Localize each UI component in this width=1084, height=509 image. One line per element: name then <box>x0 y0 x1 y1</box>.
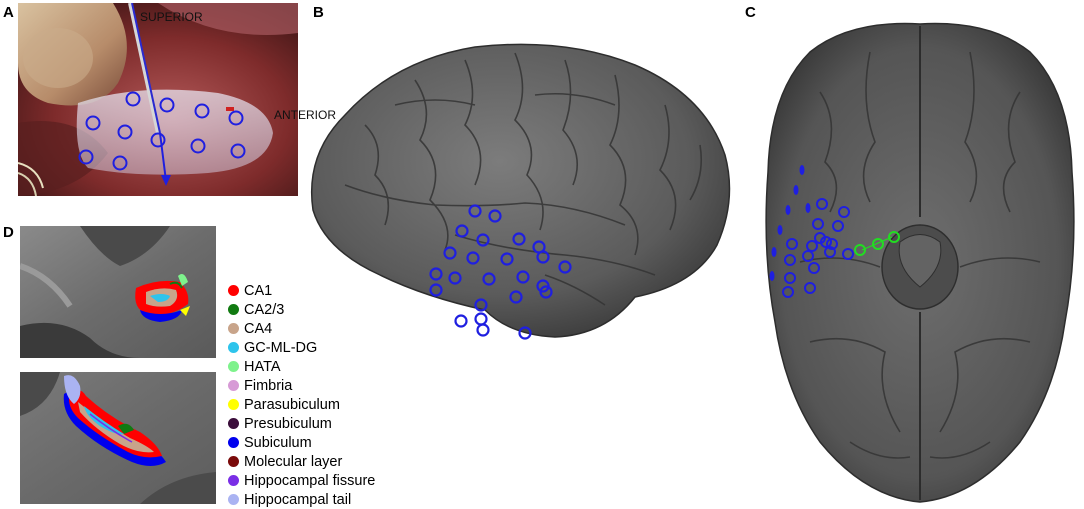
panel-label-d: D <box>3 224 14 241</box>
ventral-depth-contacts-green <box>854 231 900 256</box>
legend-label: Molecular layer <box>244 453 343 470</box>
legend-label: Parasubiculum <box>244 396 340 413</box>
legend-label: GC-ML-DG <box>244 339 318 356</box>
legend-item: CA2/3 <box>228 300 375 319</box>
legend-item: CA1 <box>228 281 375 300</box>
legend-label: Fimbria <box>244 377 293 394</box>
legend-label: Hippocampal tail <box>244 491 352 508</box>
legend-item: Parasubiculum <box>228 395 375 414</box>
legend-label: Subiculum <box>244 434 312 451</box>
legend-swatch <box>228 494 239 505</box>
legend-swatch <box>228 437 239 448</box>
mri-segmentation <box>20 226 216 504</box>
legend-swatch <box>228 342 239 353</box>
legend-item: Hippocampal tail <box>228 490 375 509</box>
intraoperative-photo <box>18 3 298 196</box>
photo-label-superior: SUPERIOR <box>140 10 203 24</box>
legend-label: HATA <box>244 358 281 375</box>
legend-label: CA1 <box>244 282 273 299</box>
legend-swatch <box>228 418 239 429</box>
legend-swatch <box>228 323 239 334</box>
brain-lateral-view <box>310 43 731 340</box>
legend-label: Hippocampal fissure <box>244 472 376 489</box>
legend-swatch <box>228 304 239 315</box>
legend-swatch <box>228 285 239 296</box>
legend-swatch <box>228 399 239 410</box>
panel-label-a: A <box>3 4 14 21</box>
ventral-depth-electrodes <box>769 165 811 281</box>
photo-label-anterior: ANTERIOR <box>274 108 337 122</box>
brain-ventral-view <box>765 22 1075 503</box>
legend-swatch <box>228 475 239 486</box>
legend-label: Presubiculum <box>244 415 332 432</box>
panel-label-c: C <box>745 4 756 21</box>
lateral-electrodes <box>429 204 572 340</box>
legend-item: Hippocampal fissure <box>228 471 375 490</box>
legend-item: Fimbria <box>228 376 375 395</box>
legend-item: Molecular layer <box>228 452 375 471</box>
legend-swatch <box>228 380 239 391</box>
legend-label: CA2/3 <box>244 301 285 318</box>
legend-item: GC-ML-DG <box>228 338 375 357</box>
panel-label-b: B <box>313 4 324 21</box>
photo-electrodes <box>78 91 246 171</box>
legend-item: CA4 <box>228 319 375 338</box>
legend-swatch <box>228 456 239 467</box>
legend-label: CA4 <box>244 320 273 337</box>
legend-item: HATA <box>228 357 375 376</box>
legend-item: Subiculum <box>228 433 375 452</box>
ventral-grid-electrodes <box>782 198 854 298</box>
legend-item: Presubiculum <box>228 414 375 433</box>
legend-swatch <box>228 361 239 372</box>
